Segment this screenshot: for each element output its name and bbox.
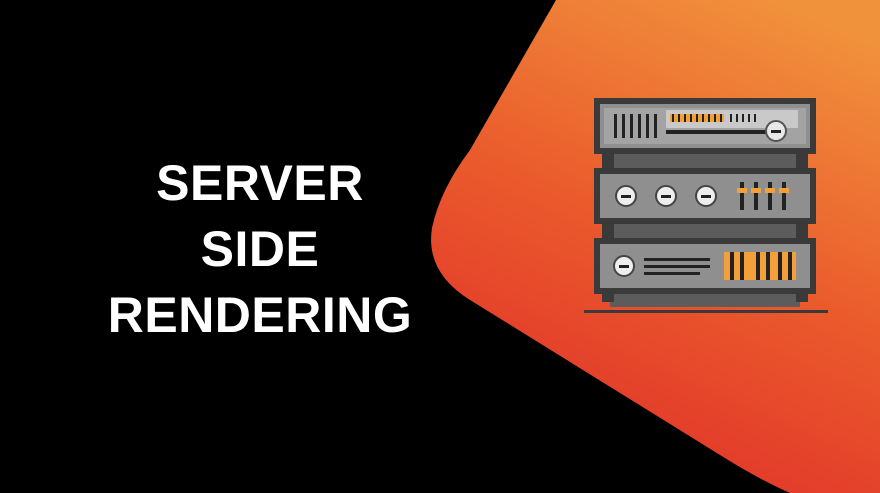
title-line-rendering: RENDERING <box>107 287 413 343</box>
server-unit-middle <box>594 168 816 224</box>
server-rack-icon <box>584 98 828 313</box>
title-line-server: SERVER <box>156 155 364 211</box>
server-unit-top <box>594 98 816 154</box>
page-title: SERVER SIDE RENDERING <box>60 150 460 348</box>
title-line-side: SIDE <box>200 221 320 277</box>
server-unit-bottom <box>594 238 816 294</box>
